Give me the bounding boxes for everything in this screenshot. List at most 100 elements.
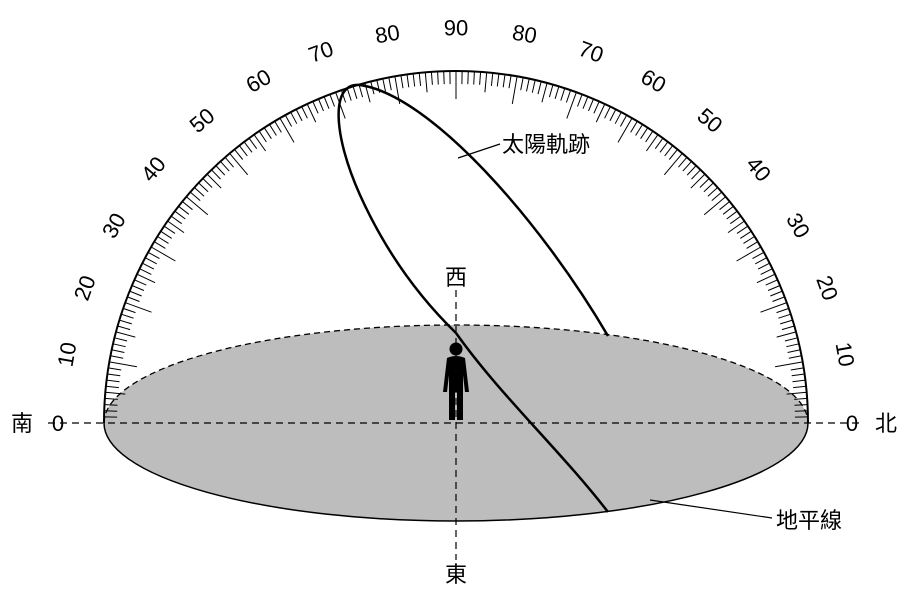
altitude-tick bbox=[617, 117, 633, 143]
altitude-tick bbox=[467, 71, 469, 85]
altitude-tick bbox=[110, 355, 124, 359]
altitude-tick bbox=[511, 76, 518, 104]
altitude-tick bbox=[198, 182, 209, 193]
altitude-tick bbox=[767, 285, 781, 291]
scale-label: 40 bbox=[741, 152, 776, 187]
altitude-tick bbox=[595, 103, 606, 123]
altitude-tick bbox=[178, 205, 190, 215]
altitude-tick bbox=[792, 379, 806, 383]
altitude-tick bbox=[496, 73, 500, 87]
altitude-tick bbox=[654, 137, 664, 149]
altitude-tick bbox=[722, 205, 734, 215]
altitude-tick bbox=[274, 121, 282, 133]
altitude-tick bbox=[484, 72, 488, 93]
altitude-tick bbox=[125, 302, 152, 313]
altitude-tick bbox=[295, 109, 303, 122]
altitude-tick bbox=[593, 101, 600, 114]
altitude-tick bbox=[490, 72, 494, 86]
altitude-tick bbox=[329, 94, 335, 107]
altitude-tick bbox=[793, 385, 807, 389]
altitude-tick bbox=[147, 251, 160, 260]
altitude-tick bbox=[537, 81, 542, 95]
altitude-tick bbox=[788, 355, 802, 359]
altitude-tick bbox=[224, 156, 234, 168]
altitude-tick bbox=[424, 72, 428, 93]
altitude-tick bbox=[104, 410, 118, 412]
altitude-tick bbox=[614, 111, 622, 124]
altitude-tick bbox=[711, 191, 723, 201]
altitude-tick bbox=[668, 149, 678, 160]
altitude-tick bbox=[703, 182, 714, 193]
altitude-tick bbox=[520, 77, 524, 91]
altitude-tick bbox=[752, 251, 765, 260]
altitude-tick bbox=[757, 262, 770, 270]
altitude-tick bbox=[129, 290, 142, 297]
altitude-tick bbox=[730, 215, 742, 225]
altitude-tick bbox=[127, 296, 140, 302]
altitude-tick bbox=[284, 114, 293, 127]
altitude-tick bbox=[382, 78, 386, 92]
scale-label: 60 bbox=[242, 64, 276, 98]
altitude-tick bbox=[787, 349, 801, 353]
altitude-tick bbox=[301, 106, 308, 119]
altitude-tick bbox=[566, 92, 577, 119]
scale-zero-right: 0 bbox=[846, 411, 858, 436]
scale-label: 30 bbox=[781, 209, 815, 243]
altitude-tick bbox=[430, 71, 433, 85]
altitude-tick bbox=[443, 71, 445, 85]
scale-label: 60 bbox=[637, 64, 671, 98]
altitude-tick bbox=[786, 343, 800, 348]
scale-label: 40 bbox=[136, 152, 171, 187]
altitude-tick bbox=[703, 196, 726, 216]
scale-label: 70 bbox=[575, 36, 607, 68]
scale-label: 30 bbox=[97, 209, 131, 243]
altitude-tick bbox=[174, 210, 186, 220]
altitude-tick bbox=[248, 137, 258, 149]
horizon-leader bbox=[649, 499, 773, 519]
altitude-tick bbox=[279, 117, 295, 143]
altitude-tick bbox=[784, 337, 798, 342]
altitude-tick bbox=[104, 397, 118, 400]
altitude-tick bbox=[400, 75, 404, 89]
altitude-tick bbox=[780, 319, 793, 325]
altitude-tick bbox=[388, 77, 392, 91]
altitude-tick bbox=[290, 111, 298, 124]
altitude-tick bbox=[202, 178, 213, 188]
altitude-tick bbox=[115, 331, 136, 338]
altitude-tick bbox=[560, 88, 566, 101]
altitude-tick bbox=[136, 273, 156, 284]
altitude-tick bbox=[167, 220, 185, 234]
person-icon bbox=[443, 342, 469, 420]
altitude-tick bbox=[163, 225, 176, 234]
altitude-tick bbox=[358, 84, 364, 98]
altitude-tick bbox=[111, 349, 125, 353]
altitude-tick bbox=[479, 71, 482, 85]
altitude-tick bbox=[186, 196, 209, 216]
altitude-tick bbox=[253, 134, 267, 152]
altitude-tick bbox=[770, 290, 783, 297]
scale-label: 10 bbox=[831, 340, 860, 368]
altitude-tick bbox=[699, 178, 710, 188]
altitude-tick bbox=[794, 404, 808, 406]
altitude-tick bbox=[220, 161, 230, 172]
altitude-tick bbox=[134, 279, 147, 286]
direction-north: 北 bbox=[875, 412, 897, 437]
sun-path-label: 太陽軌跡 bbox=[502, 133, 590, 158]
altitude-tick bbox=[691, 169, 701, 180]
sun-path-upper bbox=[337, 83, 610, 337]
altitude-tick bbox=[238, 145, 248, 157]
altitude-tick bbox=[211, 169, 221, 180]
altitude-tick bbox=[215, 165, 226, 176]
altitude-tick bbox=[726, 210, 738, 220]
altitude-tick bbox=[609, 109, 617, 122]
altitude-tick bbox=[189, 191, 201, 201]
altitude-tick bbox=[229, 153, 249, 176]
altitude-tick bbox=[105, 391, 126, 395]
altitude-tick bbox=[206, 173, 222, 189]
altitude-tick bbox=[775, 361, 803, 368]
altitude-tick bbox=[142, 262, 155, 270]
scale-label: 70 bbox=[305, 36, 337, 68]
scale-zero-left: 0 bbox=[52, 411, 64, 436]
altitude-tick bbox=[234, 149, 244, 160]
scale-label: 50 bbox=[692, 103, 727, 138]
